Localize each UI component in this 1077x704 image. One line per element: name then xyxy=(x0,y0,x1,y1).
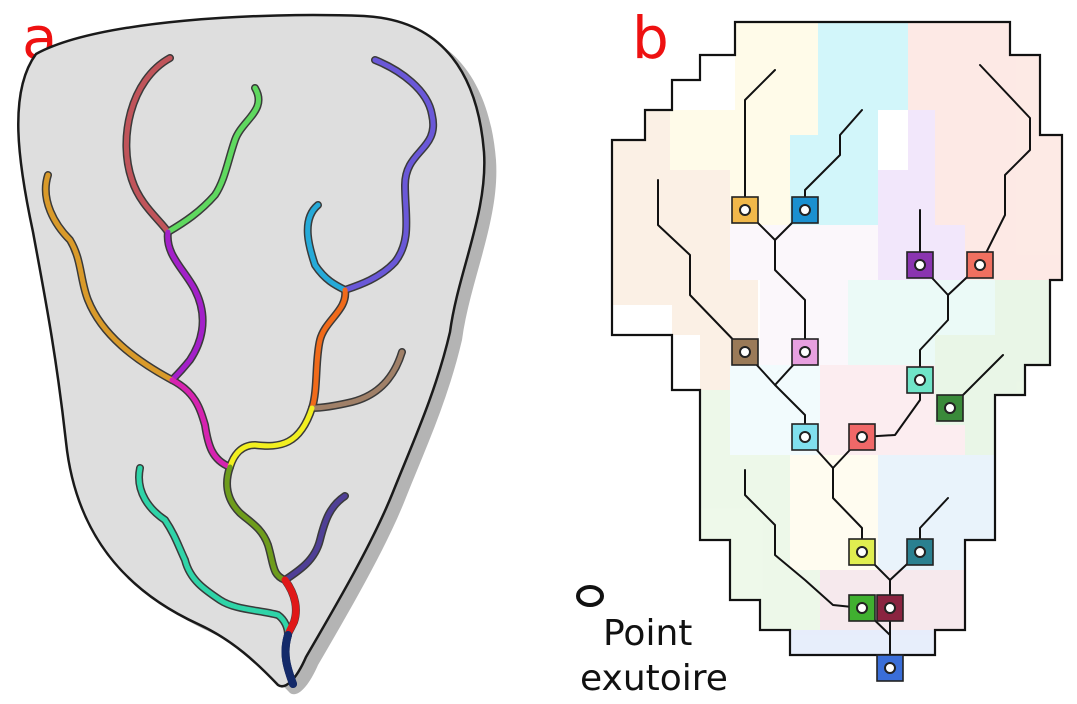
outlet-point-icon xyxy=(791,196,819,224)
river-segment xyxy=(342,57,436,293)
outlet-point-icon xyxy=(791,338,819,366)
outlet-point-icon xyxy=(848,538,876,566)
outlet-point-icon xyxy=(966,251,994,279)
legend-label-line2: exutoire xyxy=(580,658,728,699)
flow-line xyxy=(979,64,1031,266)
river-segment xyxy=(43,172,175,383)
flow-line xyxy=(744,69,776,211)
river-segment xyxy=(309,287,348,411)
outlet-point-icon xyxy=(731,338,759,366)
subcatchment-region xyxy=(790,630,935,655)
outlet-markers xyxy=(731,196,994,682)
subcatchment-region xyxy=(908,22,1062,280)
outlet-point-icon xyxy=(906,538,934,566)
panel-b-label: b xyxy=(632,4,669,72)
river-segment xyxy=(282,493,348,583)
legend: Point exutoire xyxy=(576,585,728,699)
flow-line xyxy=(774,239,806,353)
outlet-point-icon xyxy=(848,594,876,622)
river-segment xyxy=(165,229,206,383)
panel-b: b xyxy=(576,4,1064,699)
legend-label-line1: Point xyxy=(603,613,692,654)
subcatchment-region xyxy=(848,280,995,365)
flow-line xyxy=(919,294,949,381)
subcatchment-region xyxy=(878,110,965,280)
river-segment xyxy=(305,202,348,293)
outlet-point-icon xyxy=(848,423,876,451)
river-segment xyxy=(169,377,233,470)
river-segment xyxy=(227,405,315,470)
subcatchment-regions xyxy=(612,22,1062,655)
river-segment xyxy=(123,55,173,235)
outlet-point-icon xyxy=(876,654,904,682)
catchment-grid-outline xyxy=(610,20,1064,657)
subcatchment-region xyxy=(730,225,878,365)
subcatchment-region xyxy=(878,455,995,570)
river-network xyxy=(43,55,436,688)
river-segment xyxy=(309,349,405,411)
river-segment xyxy=(281,631,297,688)
outlet-point-icon xyxy=(876,594,904,622)
flow-line xyxy=(744,469,863,609)
outlet-point-icon xyxy=(576,585,604,607)
river-segment xyxy=(136,465,291,638)
panel-a: a xyxy=(17,4,497,695)
outlet-point-icon xyxy=(906,366,934,394)
outlet-point-icon xyxy=(936,394,964,422)
outlet-point-icon xyxy=(906,251,934,279)
outlet-point-icon xyxy=(731,196,759,224)
flow-line xyxy=(657,179,746,353)
outlet-point-icon xyxy=(791,423,819,451)
river-segment xyxy=(165,85,262,235)
river-segment xyxy=(224,464,288,583)
